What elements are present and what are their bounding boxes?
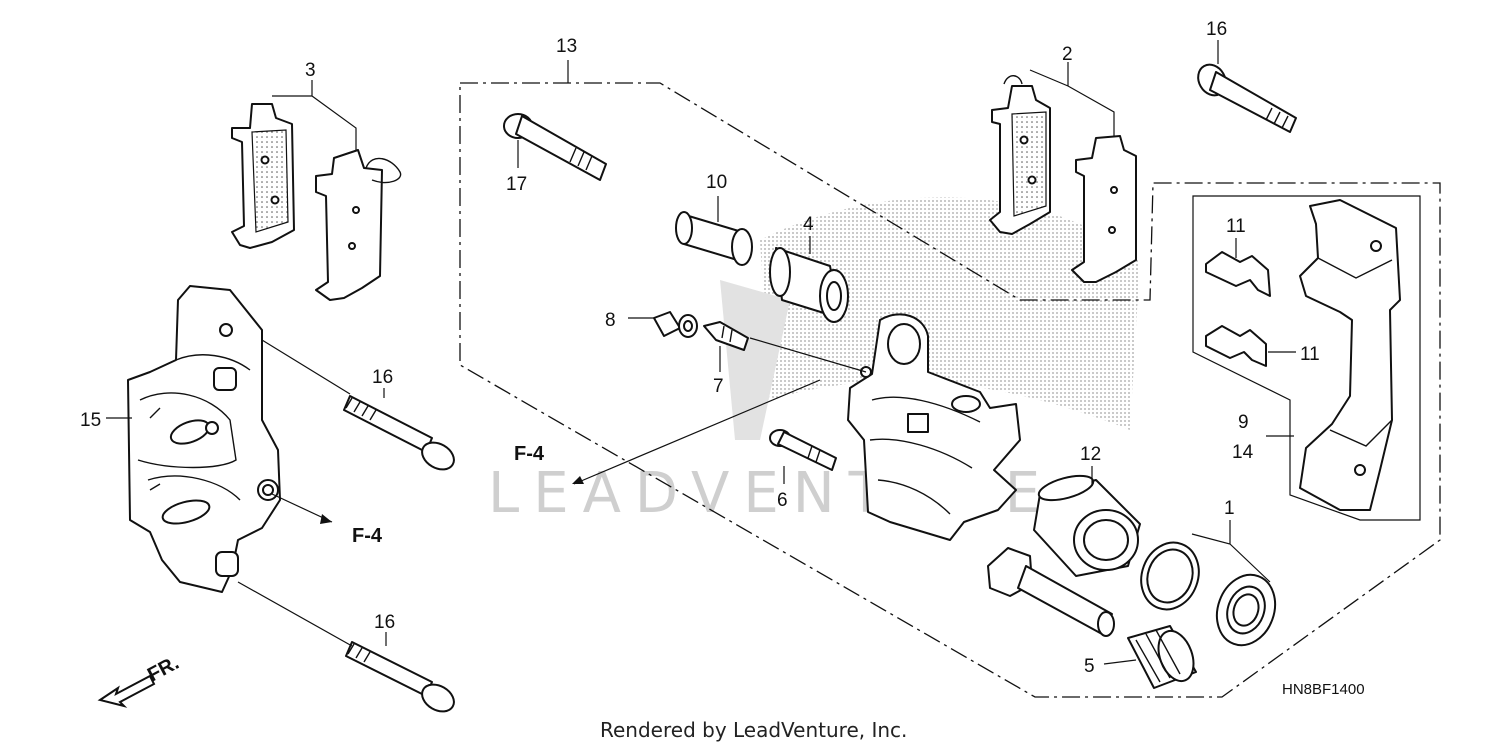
callout-3: 3 xyxy=(305,60,316,81)
callout-16-left-upper: 16 xyxy=(372,367,393,388)
caliper-body-13 xyxy=(847,313,1021,541)
drawing-code: HN8BF1400 xyxy=(1282,681,1365,698)
callout-16-left-lower: 16 xyxy=(374,612,395,633)
callout-14: 14 xyxy=(1232,442,1254,463)
boot-5 xyxy=(1127,625,1197,689)
caliper-bracket-9-14 xyxy=(1299,199,1401,511)
boot-4 xyxy=(769,247,849,323)
callout-5: 5 xyxy=(1084,656,1095,677)
piston-seal-1 xyxy=(1140,541,1200,611)
callout-1: 1 xyxy=(1224,498,1235,519)
bleeder-cap-8 xyxy=(653,311,698,338)
watermark-logo xyxy=(720,197,1140,440)
dust-seal-1 xyxy=(1215,573,1277,647)
front-direction-marker: FR. xyxy=(97,652,183,708)
callout-4: 4 xyxy=(803,214,814,235)
callout-10: 10 xyxy=(706,172,727,193)
callout-2: 2 xyxy=(1062,44,1073,65)
pin-boot-10 xyxy=(675,211,753,266)
callout-11-lower: 11 xyxy=(1300,344,1320,365)
leader-lines xyxy=(106,40,1296,665)
bolt-6 xyxy=(769,429,837,471)
slide-pin xyxy=(987,547,1115,637)
callout-16-top: 16 xyxy=(1206,19,1227,40)
ref-f4-center: F-4 xyxy=(514,443,545,465)
bracket-box xyxy=(1192,195,1421,521)
brake-pad-right-a xyxy=(989,75,1051,235)
callout-12: 12 xyxy=(1080,444,1101,465)
callout-7: 7 xyxy=(713,376,724,397)
callout-13: 13 xyxy=(556,36,577,57)
callout-8: 8 xyxy=(605,310,616,331)
bolt-16-upper-left xyxy=(343,395,455,471)
callouts: 3 13 2 16 17 10 4 8 7 15 16 16 6 12 1 5 … xyxy=(80,19,1320,677)
piston-12 xyxy=(1033,474,1141,577)
bolt-16-top-right xyxy=(1197,63,1297,133)
pad-spring-11-lower xyxy=(1205,325,1267,367)
callout-9: 9 xyxy=(1238,412,1249,433)
footer-credit: Rendered by LeadVenture, Inc. xyxy=(600,718,907,742)
brake-pad-left-b xyxy=(315,149,402,301)
callout-11-upper: 11 xyxy=(1226,216,1246,237)
brake-pad-left-a xyxy=(231,103,295,249)
assembly-outline-13 xyxy=(459,82,1441,698)
ref-f4-left: F-4 xyxy=(352,525,383,547)
callout-15: 15 xyxy=(80,410,101,431)
callout-6: 6 xyxy=(777,490,788,511)
pad-spring-11-upper xyxy=(1205,251,1271,297)
bolt-17 xyxy=(503,113,607,181)
bleeder-screw-7 xyxy=(703,321,749,351)
caliper-assembly-left xyxy=(127,285,281,593)
brake-pad-right-b xyxy=(1071,135,1137,283)
bolt-16-lower-left xyxy=(345,641,455,713)
callout-17: 17 xyxy=(506,174,527,195)
